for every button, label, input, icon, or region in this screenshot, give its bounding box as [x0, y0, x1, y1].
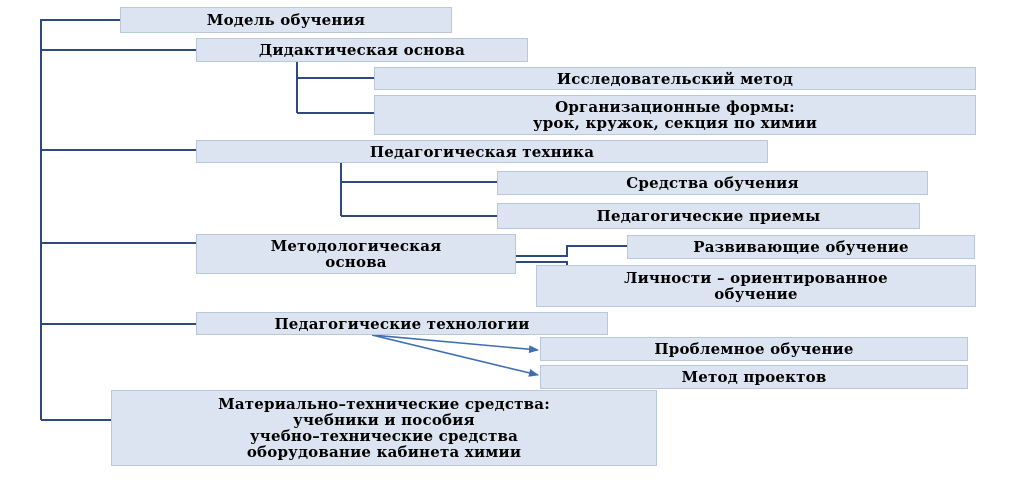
didactic-label: Дидактическая основа [258, 41, 466, 59]
project-method-box: Метод проектов [540, 365, 968, 389]
technique-box: Педагогическая техника [196, 140, 768, 163]
root-box: Модель обучения [120, 7, 452, 33]
research-method-box: Исследовательский метод [374, 67, 976, 90]
arrow-project-method [371, 334, 539, 377]
teaching-aids-box: Средства обучения [497, 171, 928, 195]
research-method-label: Исследовательский метод [556, 69, 794, 88]
methodological-line1: Методологическая [270, 237, 442, 255]
teaching-aids-label: Средства обучения [626, 174, 799, 192]
organizational-forms-line1: Организационные формы: [555, 98, 795, 116]
didactic-box: Дидактическая основа [196, 38, 528, 62]
person-oriented-line1: Личности – ориентированное [624, 269, 888, 287]
person-oriented-learning-box: Личности – ориентированное обучение [536, 265, 976, 307]
pedagogical-techniques-box: Педагогические приемы [497, 203, 920, 229]
connector-technique-branch [340, 163, 497, 217]
organizational-forms-line2: урок, кружок, секция по химии [532, 114, 818, 132]
problem-learning-label: Проблемное обучение [654, 340, 854, 358]
technologies-box: Педагогические технологии [196, 312, 608, 335]
project-method-label: Метод проектов [681, 368, 827, 386]
developmental-learning-label: Развивающие обучение [693, 238, 909, 256]
technologies-label: Педагогические технологии [274, 314, 530, 333]
developmental-learning-box: Развивающие обучение [627, 235, 975, 259]
material-line1: Материально–технические средства: [218, 395, 550, 413]
material-line3: учебно–технические средства [249, 427, 518, 445]
person-oriented-line2: обучение [714, 285, 798, 303]
organizational-forms-box: Организационные формы: урок, кружок, сек… [374, 95, 976, 135]
pedagogical-techniques-label: Педагогические приемы [596, 207, 821, 225]
methodological-line2: основа [325, 253, 387, 271]
methodological-box: Методологическая основа [196, 234, 516, 274]
material-line4: оборудование кабинета химии [246, 443, 522, 461]
technique-label: Педагогическая техника [369, 142, 595, 161]
arrow-problem-learning [371, 334, 539, 354]
problem-learning-box: Проблемное обучение [540, 337, 968, 361]
connector-didactic-branch [296, 62, 374, 114]
material-resources-box: Материально–технические средства: учебни… [111, 390, 657, 466]
material-line2: учебники и пособия [293, 411, 475, 429]
root-label: Модель обучения [206, 11, 366, 29]
